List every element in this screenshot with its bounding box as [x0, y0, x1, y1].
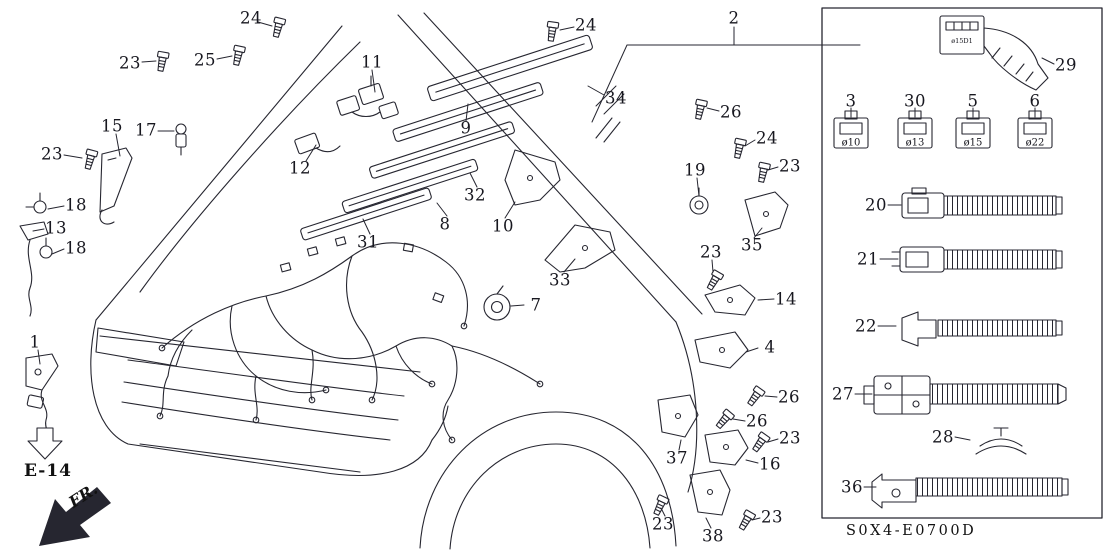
callout-18: 18: [65, 238, 87, 258]
callout-7: 7: [530, 295, 542, 315]
callout-24: 24: [756, 128, 778, 148]
callout-23: 23: [119, 53, 141, 73]
sleeve-connector-36: [871, 473, 1069, 509]
clip-connector-3: [833, 110, 869, 149]
push-clip-28: [975, 427, 1027, 455]
callout-14: 14: [775, 289, 797, 309]
vehicle-outline: [90, 12, 703, 550]
callout-20: 20: [865, 195, 887, 215]
callout-31: 31: [357, 232, 379, 252]
clip-connector-6: [1017, 110, 1053, 149]
diagram-code: S0X4-E0700D: [846, 523, 977, 539]
parts-box: [821, 7, 1103, 519]
small-parts-left: [19, 123, 187, 441]
callout-2: 2: [728, 8, 740, 28]
callout-23: 23: [652, 514, 674, 534]
part-29-connector: [939, 15, 1049, 91]
bracket-33: [544, 224, 616, 273]
callout-36: 36: [841, 477, 863, 497]
callout-26: 26: [746, 411, 768, 431]
wire-harness: [156, 236, 544, 444]
callout-29: 29: [1055, 55, 1077, 75]
callout-3: 3: [845, 91, 857, 111]
callout-16: 16: [759, 454, 781, 474]
callout-15d1: ø15D1: [951, 37, 973, 45]
callout-22: 22: [855, 316, 877, 336]
callout-26: 26: [778, 387, 800, 407]
callout-27: 27: [832, 384, 854, 404]
sleeve-connector-22: [901, 311, 1063, 347]
callout-10: 10: [492, 216, 514, 236]
callout-9: 9: [460, 118, 472, 138]
callout-1: 1: [29, 332, 41, 352]
sleeve-connector-21: [891, 246, 1063, 273]
callout-23: 23: [700, 242, 722, 262]
callout-23: 23: [41, 144, 63, 164]
clip-connector-5: [955, 110, 991, 149]
callout-25: 25: [194, 50, 216, 70]
bracket-37: [657, 394, 699, 438]
callout-22: ø22: [1025, 137, 1045, 149]
fr-arrow-icon: [39, 487, 111, 546]
callout-24: 24: [575, 15, 597, 35]
callout-17: 17: [135, 120, 157, 140]
callout-23: 23: [779, 156, 801, 176]
bracket-16: [704, 429, 749, 466]
callout-26: 26: [720, 102, 742, 122]
bracket-35: [744, 191, 789, 237]
callout-32: 32: [464, 185, 486, 205]
callout-28: 28: [932, 427, 954, 447]
callout-13: ø13: [905, 137, 925, 149]
group-bracket-2: [591, 26, 861, 123]
mid-parts: [294, 75, 789, 516]
callout-33: 33: [549, 270, 571, 290]
sleeve-connector-20: [901, 187, 1063, 219]
callout-30: 30: [904, 91, 926, 111]
callout-8: 8: [439, 214, 451, 234]
callout-34: 34: [605, 88, 627, 108]
clip-connector-30: [897, 110, 933, 149]
callout-38: 38: [702, 526, 724, 546]
callout-12: 12: [289, 158, 311, 178]
bracket-38: [689, 469, 731, 516]
callout-23: 23: [761, 507, 783, 527]
callout-11: 11: [361, 52, 383, 72]
callout-18: 18: [65, 195, 87, 215]
callout-21: 21: [857, 249, 879, 269]
callout-15: 15: [101, 116, 123, 136]
callout-5: 5: [967, 91, 979, 111]
callout-35: 35: [741, 235, 763, 255]
callout-6: 6: [1029, 91, 1041, 111]
callout-4: 4: [764, 337, 776, 357]
callout-10: ø10: [841, 137, 861, 149]
callout-23: 23: [779, 428, 801, 448]
e14-down-arrow-icon: [27, 427, 63, 460]
callout-24: 24: [240, 8, 262, 28]
callout-37: 37: [666, 448, 688, 468]
harness-covers: [300, 34, 616, 273]
callout-15: ø15: [963, 137, 983, 149]
bracket-10: [504, 149, 561, 206]
callout-13: 13: [45, 218, 67, 238]
bracket-4: [694, 331, 749, 369]
callout-19: 19: [684, 160, 706, 180]
ref-label: E-14: [24, 461, 72, 481]
bracket-14: [704, 284, 756, 316]
sleeve-connector-27: [863, 375, 1067, 415]
